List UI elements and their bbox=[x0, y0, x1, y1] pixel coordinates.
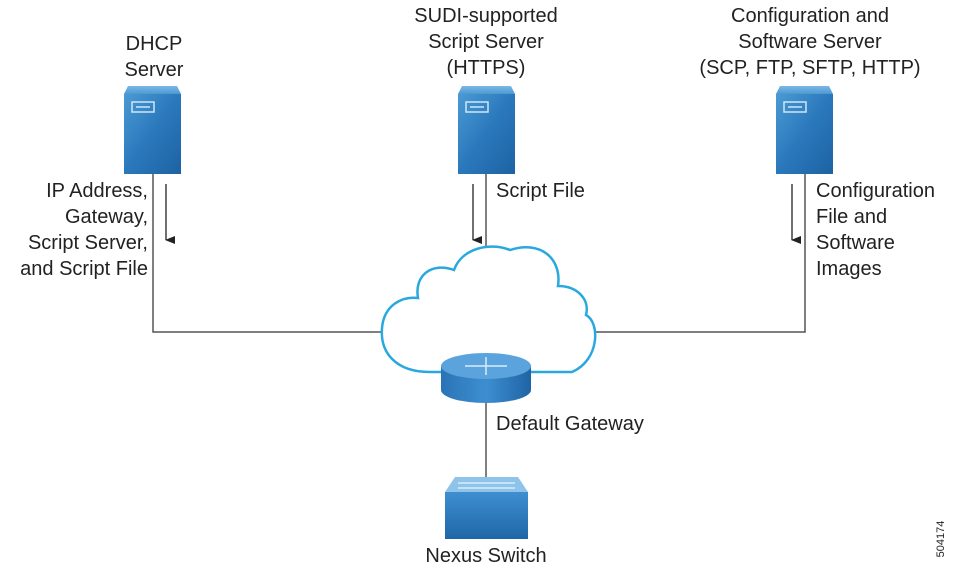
network-cloud-icon bbox=[380, 245, 597, 374]
script-payload-label: Script File bbox=[496, 180, 585, 202]
links bbox=[152, 170, 806, 478]
dhcp-payload-label: IP Address, Gateway, Script Server, and … bbox=[20, 180, 148, 280]
nexus-switch-label: Nexus Switch bbox=[425, 545, 547, 567]
script-server-title: SUDI-supported Script Server (HTTPS) bbox=[414, 5, 558, 79]
config-server-icon bbox=[776, 86, 833, 174]
default-gateway-label: Default Gateway bbox=[496, 413, 644, 435]
config-payload-label: Configuration File and Software Images bbox=[816, 180, 935, 280]
dhcp-link bbox=[152, 170, 385, 333]
config-link bbox=[580, 170, 806, 333]
config-server-title: Configuration and Software Server (SCP, … bbox=[699, 5, 921, 79]
dhcp-server-title: DHCP Server bbox=[124, 33, 184, 81]
dhcp-server-icon bbox=[124, 86, 181, 174]
arrows bbox=[165, 184, 801, 244]
router-icon bbox=[441, 353, 531, 403]
nexus-switch-icon bbox=[445, 477, 528, 539]
script-server-icon bbox=[458, 86, 515, 174]
figure-id: 504174 bbox=[935, 520, 947, 558]
